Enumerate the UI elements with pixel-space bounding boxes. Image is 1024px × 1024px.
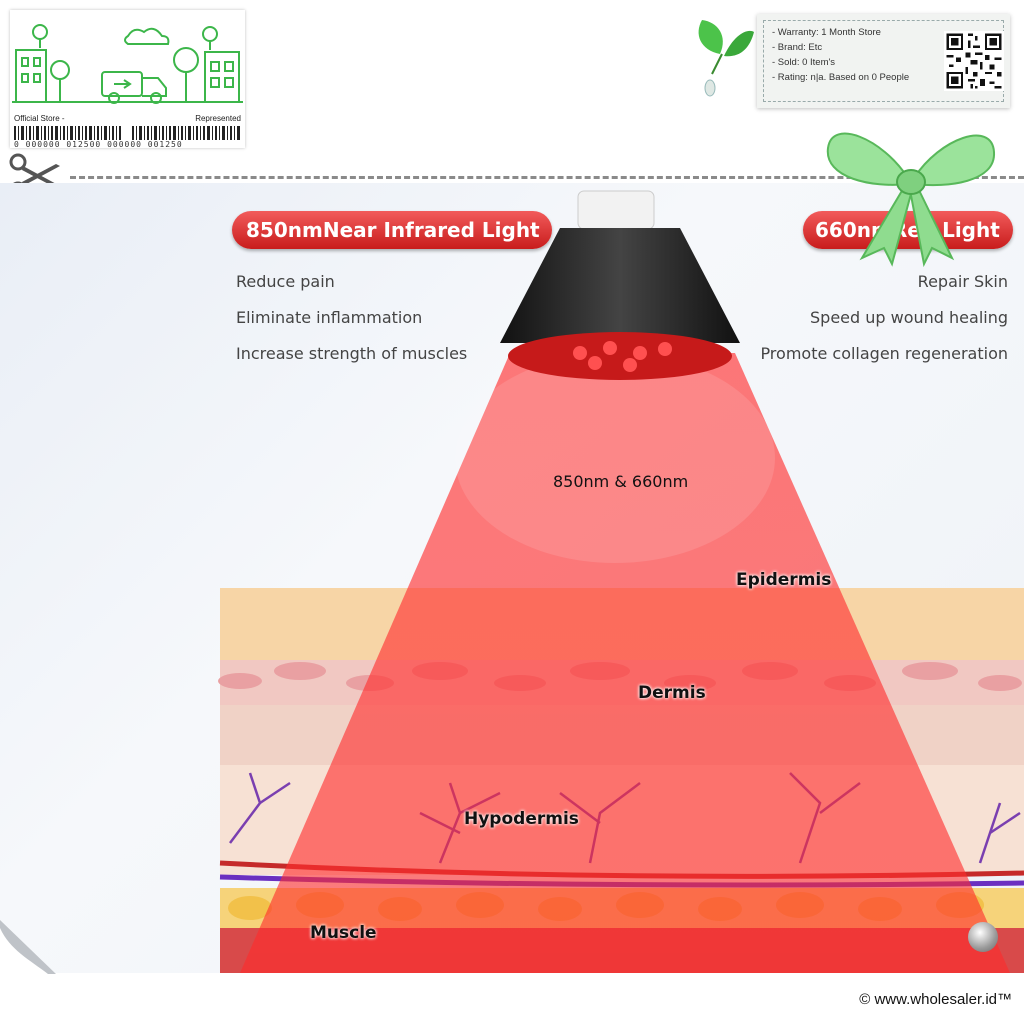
info-warranty: - Warranty: 1 Month Store [772,27,881,38]
product-info-card: - Warranty: 1 Month Store - Brand: Etc -… [757,14,1010,108]
copyright-footer: © www.wholesaler.id™ [859,991,1012,1008]
layer-dermis-label: Dermis [638,683,706,703]
near-infrared-badge: 850nmNear Infrared Light [232,211,552,249]
barcode-icon [14,126,240,140]
bow-icon [826,132,996,268]
left-benefit-1: Reduce pain [236,272,335,291]
barcode-number: 0 000000 012500 000000 001250 [14,140,183,149]
scroll-knob[interactable] [968,922,998,952]
left-benefit-3: Increase strength of muscles [236,344,468,363]
store-represented-label: Represented [195,114,241,123]
layer-muscle-label: Muscle [310,923,377,943]
info-card-border: - Warranty: 1 Month Store - Brand: Etc -… [763,20,1004,102]
info-brand: - Brand: Etc [772,42,823,53]
leaf-icon [698,20,754,97]
right-benefit-2: Speed up wound healing [810,308,1008,327]
right-benefit-1: Repair Skin [917,272,1008,291]
right-benefit-3: Promote collagen regeneration [760,344,1008,363]
page-curl-icon [0,920,56,974]
info-rating: - Rating: n|a. Based on 0 People [772,72,910,83]
info-sold: - Sold: 0 Item's [772,57,836,68]
layer-epidermis-label: Epidermis [736,570,832,590]
cut-line [70,176,1024,179]
red-light-badge: 660nmRed Light [803,211,1013,249]
layer-hypodermis-label: Hypodermis [464,809,579,829]
qr-code-icon [944,31,1004,91]
store-illustration-icon [10,10,245,112]
wavelength-label: 850nm & 660nm [553,472,689,491]
store-card: Official Store - Represented 0 000000 01 [10,10,245,149]
skin-layers-illustration [218,190,1024,973]
left-benefit-2: Eliminate inflammation [236,308,423,327]
product-image: 850nmNear Infrared Light 660nmRed Light … [0,183,1024,973]
store-official-label: Official Store - [14,114,65,123]
